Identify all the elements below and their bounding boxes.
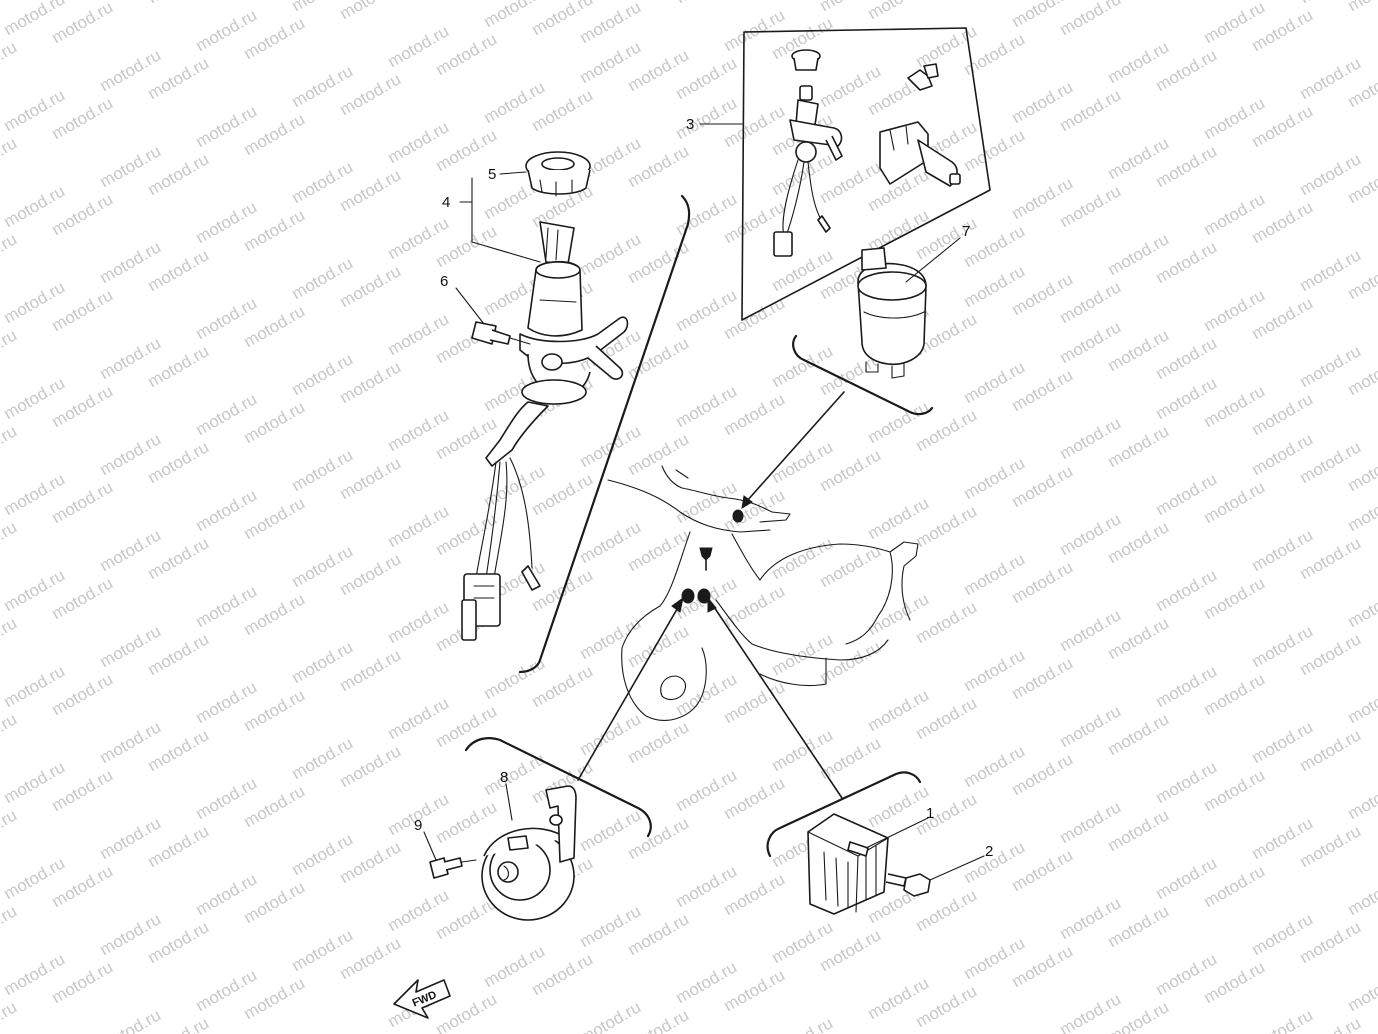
switch-kit-box xyxy=(741,27,991,321)
callout-9: 9 xyxy=(414,817,422,834)
callout-3: 3 xyxy=(686,116,694,133)
callout-8: 8 xyxy=(500,769,508,786)
watermark-text: motod.ru xyxy=(1249,1005,1317,1034)
watermark-text: motod.ru xyxy=(1345,869,1378,919)
group-brackets xyxy=(464,194,934,858)
relay-drawing xyxy=(857,247,927,379)
watermark-text: motod.ru xyxy=(0,325,20,375)
watermark-text: motod.ru xyxy=(0,709,20,759)
watermark-text: motod.ru xyxy=(1345,485,1378,535)
watermark-text: motod.ru xyxy=(1345,0,1378,15)
watermark-text: motod.ru xyxy=(1345,773,1378,823)
watermark-text: motod.ru xyxy=(0,133,20,183)
callout-leaders xyxy=(423,123,985,881)
watermark-text: motod.ru xyxy=(0,901,20,951)
watermark-text: motod.ru xyxy=(865,0,933,23)
watermark-text: motod.ru xyxy=(0,517,20,567)
callout-4: 4 xyxy=(442,194,450,211)
scooter-outline xyxy=(607,465,919,721)
callout-7: 7 xyxy=(962,223,970,240)
callout-2: 2 xyxy=(985,843,993,860)
watermark-text: motod.ru xyxy=(0,229,20,279)
watermark-text: motod.ru xyxy=(577,997,645,1034)
watermark-text: motod.ru xyxy=(0,613,20,663)
watermark-text: motod.ru xyxy=(0,997,20,1034)
watermark-text: motod.ru xyxy=(1345,677,1378,727)
watermark-text: motod.ru xyxy=(1057,0,1125,39)
rectifier-drawing xyxy=(807,813,931,915)
watermark-text: motod.ru xyxy=(145,0,213,7)
watermark-text: motod.ru xyxy=(1345,965,1378,1015)
fwd-direction-marker: FWD xyxy=(393,979,451,1019)
watermark-text: motod.ru xyxy=(673,0,741,7)
watermark-text: motod.ru xyxy=(337,0,405,23)
callout-numbers: 1 2 3 4 5 6 7 8 9 xyxy=(414,116,993,860)
watermark-text: motod.ru xyxy=(0,421,20,471)
horn-drawing xyxy=(429,785,577,921)
callout-6: 6 xyxy=(440,273,448,290)
watermark-text: motod.ru xyxy=(97,1005,165,1034)
callout-1: 1 xyxy=(926,805,934,822)
main-switch-drawing xyxy=(461,151,629,641)
watermark-text: motod.ru xyxy=(0,37,20,87)
leader-lines xyxy=(577,391,845,799)
watermark-text: motod.ru xyxy=(769,1013,837,1034)
watermark-text: motod.ru xyxy=(1345,581,1378,631)
watermark-text: motod.ru xyxy=(0,805,20,855)
callout-5: 5 xyxy=(488,166,496,183)
mount-points xyxy=(681,509,744,604)
